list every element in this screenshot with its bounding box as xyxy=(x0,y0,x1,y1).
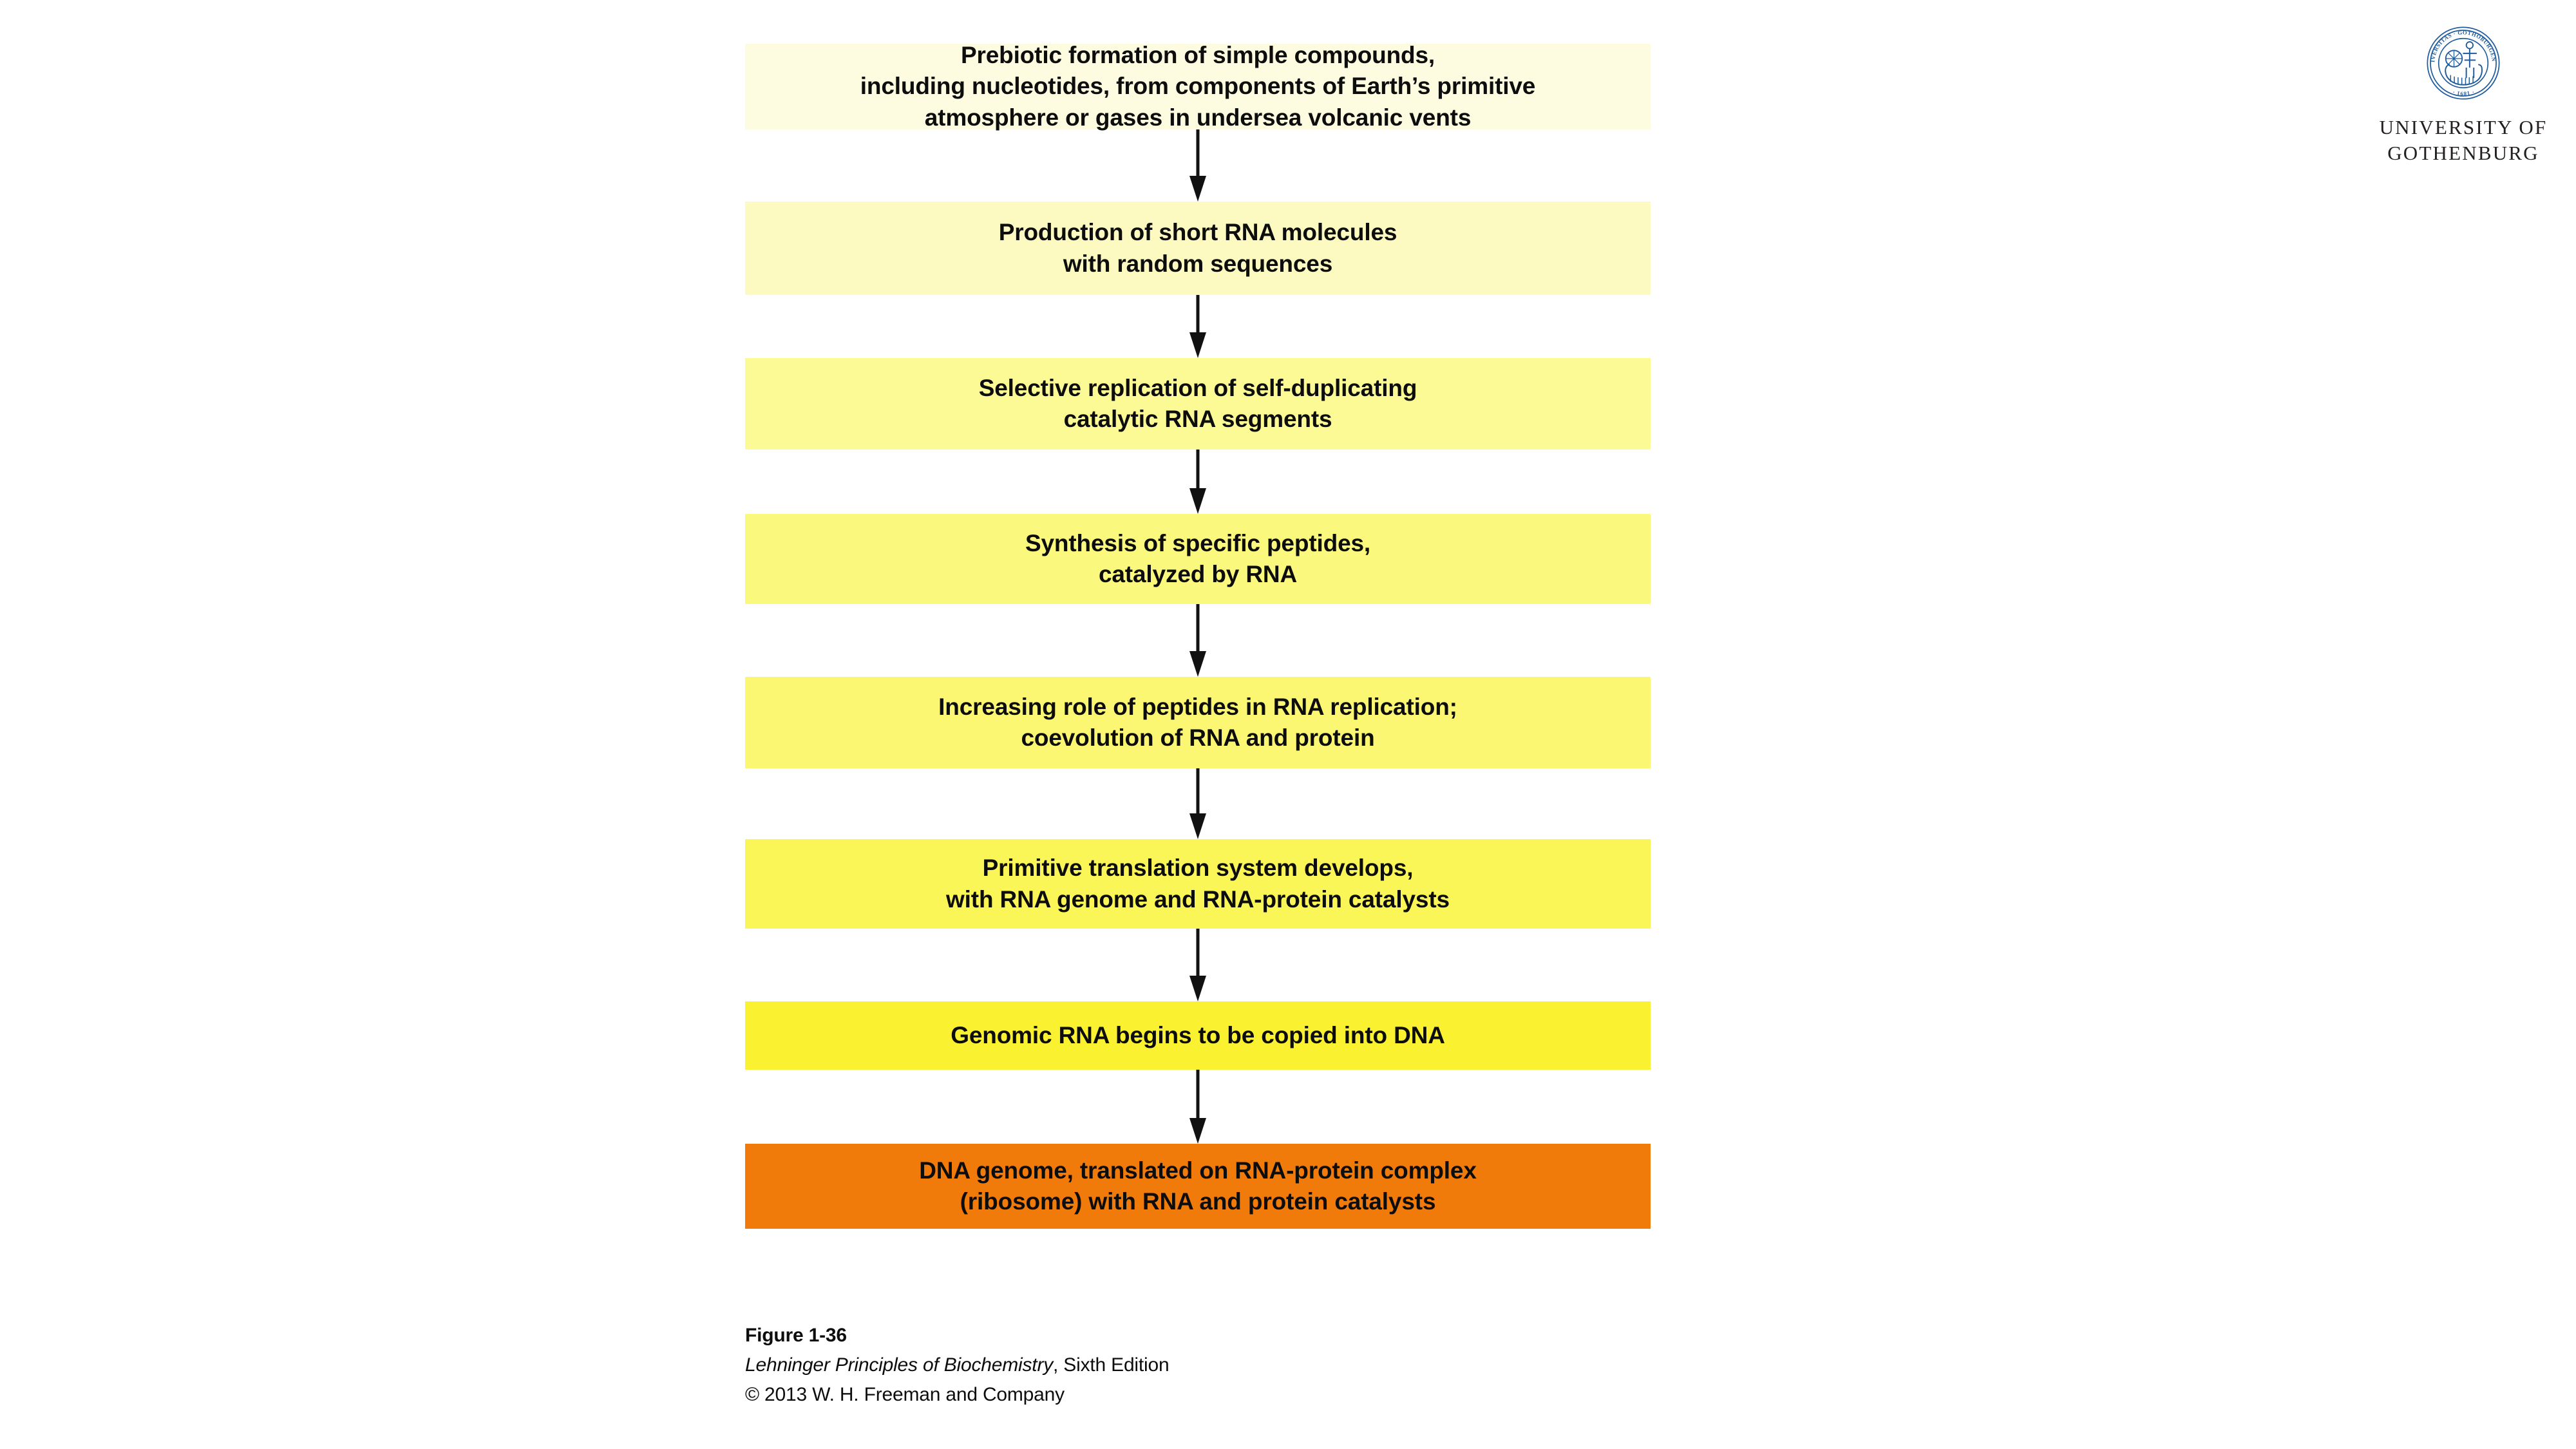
arrow-down-icon xyxy=(1189,295,1206,358)
flow-step-line: Synthesis of specific peptides, xyxy=(1025,529,1371,556)
wordmark-line-1: UNIVERSITY OF xyxy=(2379,116,2548,138)
university-seal-icon: UNIVERSITAS · GOTHOBURGENSIS · 1891 · xyxy=(2426,26,2500,100)
flow-step-box: Primitive translation system develops, wi… xyxy=(745,839,1651,929)
flow-step-box: Increasing role of peptides in RNA repli… xyxy=(745,677,1651,768)
flow-arrow xyxy=(745,450,1651,514)
flow-step-line: Prebiotic formation of simple compounds, xyxy=(960,42,1435,69)
flow-step-line: Selective replication of self-duplicatin… xyxy=(978,374,1417,401)
flow-step-line: including nucleotides, from components o… xyxy=(860,73,1536,100)
arrow-down-icon xyxy=(1189,1070,1206,1144)
flow-arrow xyxy=(745,129,1651,202)
caption-book-edition: , Sixth Edition xyxy=(1053,1354,1170,1376)
caption-book-title: Lehninger Principles of Biochemistry, Si… xyxy=(745,1352,1170,1379)
flow-step-box: DNA genome, translated on RNA-protein co… xyxy=(745,1144,1651,1229)
flow-step-line: Increasing role of peptides in RNA repli… xyxy=(938,693,1457,720)
flow-step-box: Synthesis of specific peptides, catalyzed… xyxy=(745,514,1651,604)
flow-step-line: atmosphere or gases in undersea volcanic… xyxy=(924,104,1472,131)
flow-step-box: Genomic RNA begins to be copied into DNA xyxy=(745,1001,1651,1070)
flow-step-box: Prebiotic formation of simple compounds,… xyxy=(745,42,1651,131)
arrow-down-icon xyxy=(1189,129,1206,202)
flow-arrow xyxy=(745,1070,1651,1144)
arrow-down-icon xyxy=(1189,604,1206,677)
caption-copyright: © 2013 W. H. Freeman and Company xyxy=(745,1384,1065,1405)
flow-step-line: with random sequences xyxy=(1063,250,1333,277)
flow-step-line: coevolution of RNA and protein xyxy=(1021,724,1375,751)
flow-step-line: Primitive translation system develops, xyxy=(982,855,1414,882)
caption-figure-number: Figure 1-36 xyxy=(745,1325,847,1346)
flow-step-line: with RNA genome and RNA-protein catalyst… xyxy=(946,886,1450,913)
flow-arrow xyxy=(745,768,1651,839)
caption-book-title-italic: Lehninger Principles of Biochemistry xyxy=(745,1354,1054,1376)
flow-step-box: Production of short RNA molecules with ra… xyxy=(745,202,1651,295)
flow-arrow xyxy=(745,295,1651,358)
figure-caption: Figure 1-36 Lehninger Principles of Bioc… xyxy=(745,1322,1170,1408)
flow-step-line: catalyzed by RNA xyxy=(1098,561,1298,587)
arrow-down-icon xyxy=(1189,450,1206,514)
university-logo: UNIVERSITAS · GOTHOBURGENSIS · 1891 · xyxy=(2380,26,2546,167)
flowchart: Prebiotic formation of simple compounds,… xyxy=(745,42,1651,1229)
flow-step-box: Selective replication of self-duplicatin… xyxy=(745,358,1651,450)
wordmark-line-2: GOTHENBURG xyxy=(2387,142,2539,165)
flow-step-line: Genomic RNA begins to be copied into DNA xyxy=(951,1021,1445,1048)
flow-arrow xyxy=(745,604,1651,677)
flow-step-line: Production of short RNA molecules xyxy=(998,219,1397,246)
svg-text:· 1891 ·: · 1891 · xyxy=(2452,89,2476,97)
flow-arrow xyxy=(745,929,1651,1001)
flow-step-line: (ribosome) with RNA and protein catalyst… xyxy=(960,1188,1436,1215)
university-wordmark: UNIVERSITY OF GOTHENBURG xyxy=(2380,115,2548,167)
arrow-down-icon xyxy=(1189,768,1206,839)
flow-step-line: DNA genome, translated on RNA-protein co… xyxy=(919,1157,1477,1184)
flow-step-line: catalytic RNA segments xyxy=(1063,406,1332,432)
arrow-down-icon xyxy=(1189,929,1206,1001)
